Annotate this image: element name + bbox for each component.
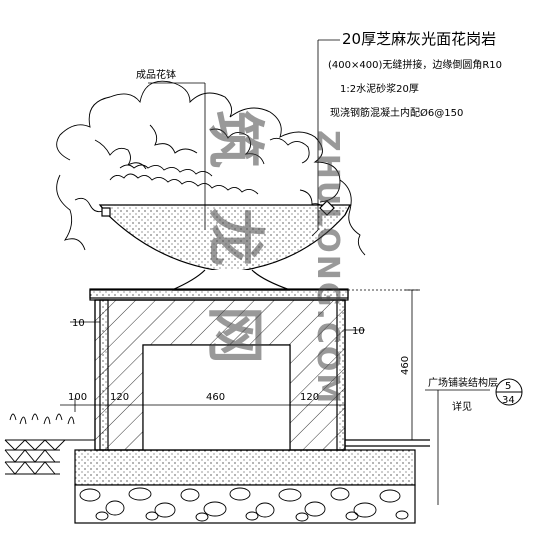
planter-bowl [98,200,351,291]
dim-inner-width: 460 [206,392,225,403]
dim-left-edge: 100 [68,392,87,403]
dim-right-wall: 120 [300,392,319,403]
callout-ref-top: 5 [505,381,511,392]
callout-label-line1: 广场铺装结构层 [428,376,498,389]
concrete-pedestal [94,299,346,451]
left-turf [4,413,95,475]
note-mortar: 1:2水泥砂浆20厚 [340,82,419,95]
watermark-cn: 筑龙网 [201,110,269,404]
ground-layers [74,439,430,524]
dim-left-offset-top: 10 [72,318,85,329]
note-granite-size: (400×400)无缝拼接，边缘倒圆角R10 [328,58,502,71]
planter-label: 成品花钵 [136,68,176,81]
dim-right-offset-top: 10 [352,326,365,337]
dim-left-wall: 120 [110,392,129,403]
callout-label-line2: 详见 [452,400,472,413]
note-concrete: 现浇钢筋混凝土内配Ø6@150 [330,106,463,119]
watermark-en: ZHULONG.COM [310,130,345,405]
note-granite: 20厚芝麻灰光面花岗岩 [342,30,496,48]
dimension-lines [60,39,490,505]
plant-foliage [56,80,366,256]
dim-height: 460 [400,356,411,375]
callout-ref-circle [495,378,523,406]
callout-ref-bottom: 34 [502,395,515,406]
